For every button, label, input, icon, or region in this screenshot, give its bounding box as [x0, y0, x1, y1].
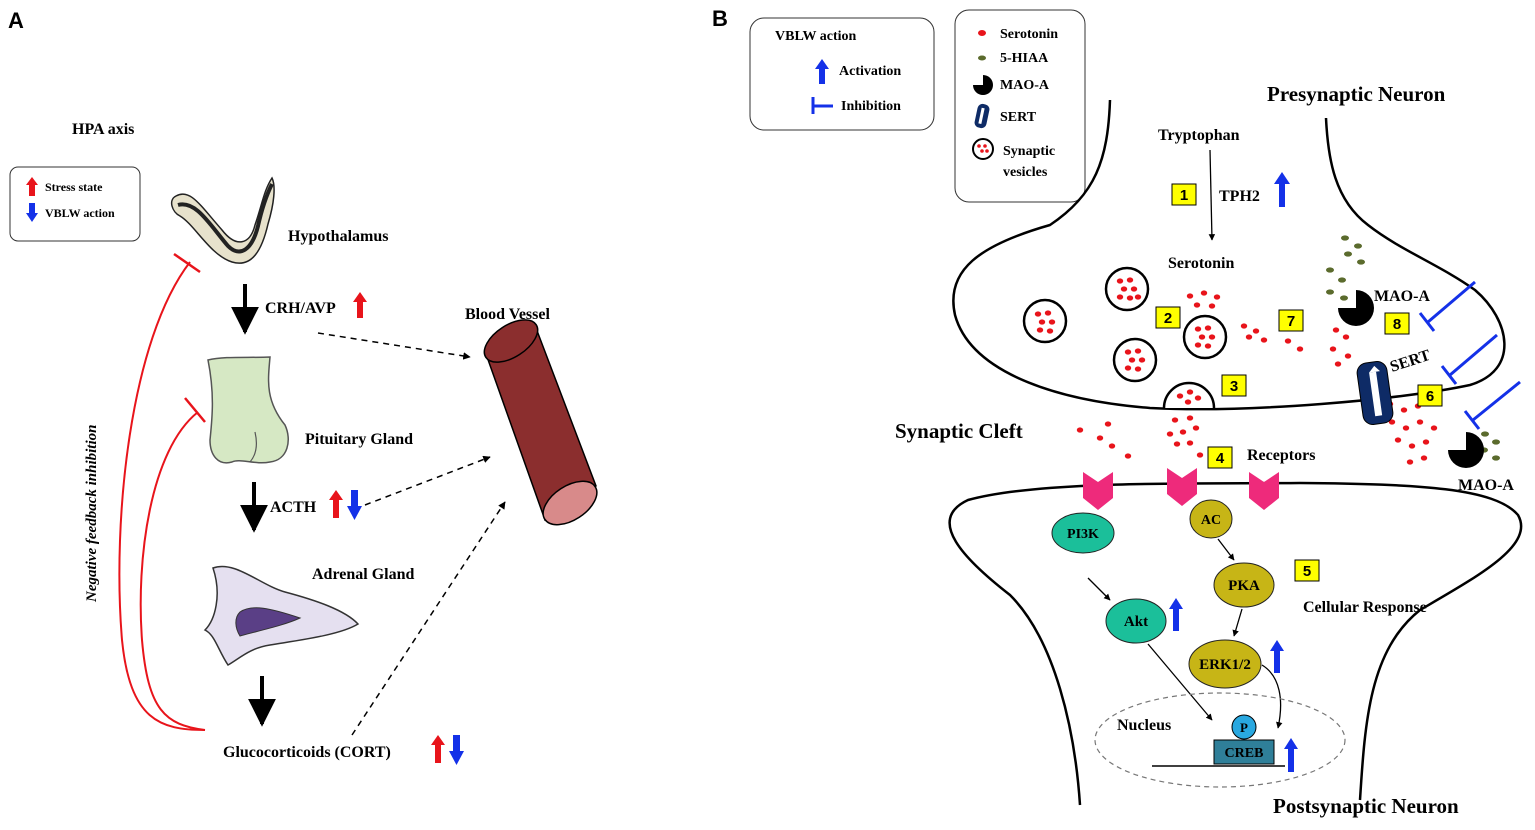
tryptophan-label: Tryptophan	[1158, 127, 1240, 144]
step-6: 6	[1426, 388, 1434, 405]
serotonin-label: Serotonin	[1168, 255, 1234, 272]
akt-label: Akt	[1124, 614, 1148, 630]
nucleus-label: Nucleus	[1117, 717, 1171, 734]
blood-vessel-icon	[483, 319, 598, 526]
adrenal-label: Adrenal Gland	[312, 566, 415, 583]
phosphate-label: P	[1240, 720, 1248, 735]
erk-up-arrow-icon	[1270, 640, 1284, 673]
erk-label: ERK1/2	[1199, 657, 1251, 673]
nucleus-outline	[1094, 692, 1346, 788]
feedback-label: Negative feedback inhibition	[84, 425, 100, 603]
step-7: 7	[1287, 313, 1295, 330]
sert-transporter-icon	[974, 103, 990, 129]
akt-up-arrow-icon	[1169, 598, 1183, 631]
pituitary-label: Pituitary Gland	[305, 431, 413, 448]
hiaa-dot-icon	[978, 55, 986, 61]
vblw-legend-title: VBLW action	[775, 29, 857, 44]
maoa-pre-label: MAO-A	[1374, 288, 1430, 305]
cort-up-arrow-icon	[431, 735, 445, 763]
receptors-label: Receptors	[1247, 447, 1315, 464]
inhibition-icon	[811, 97, 833, 114]
tph2-up-arrow-icon	[1274, 172, 1290, 207]
panel-label-a: A	[8, 8, 24, 33]
acth-label: ACTH	[270, 499, 317, 516]
tph2-arrow	[1208, 149, 1216, 241]
vblw-legend: VBLW action Activation Inhibition	[749, 17, 935, 131]
erk-node	[1188, 639, 1262, 689]
hiaa-dots	[1326, 235, 1500, 461]
sert-label: SERT	[1388, 347, 1433, 376]
crh-to-vessel-arrow	[317, 332, 471, 360]
legend-stress-label: Stress state	[45, 180, 103, 194]
pka-node	[1213, 562, 1275, 608]
step-badges: 1 2 3 4 5 6 7 8	[1155, 183, 1443, 582]
maoa-pacman-icon	[973, 75, 993, 95]
legend-sert: SERT	[1000, 110, 1037, 125]
pathway-arrows	[1087, 538, 1283, 729]
pka-label: PKA	[1228, 578, 1260, 594]
panel-label-b: B	[712, 6, 728, 31]
synaptic-cleft-label: Synaptic Cleft	[895, 419, 1023, 443]
hpa-axis-title: HPA axis	[72, 121, 134, 138]
maoa-pre-icon	[1338, 290, 1374, 326]
cort-down-arrow-icon	[449, 735, 464, 765]
step-8: 8	[1393, 316, 1401, 333]
crh-label: CRH/AVP	[265, 300, 336, 317]
presynaptic-label: Presynaptic Neuron	[1267, 82, 1446, 106]
legend-vesicles-2: vesicles	[1003, 165, 1048, 180]
blue-down-arrow-icon	[26, 203, 38, 222]
step-2: 2	[1164, 310, 1172, 327]
step-1: 1	[1180, 187, 1188, 204]
legend-vblw-label: VBLW action	[45, 206, 115, 220]
red-up-arrow-icon	[26, 177, 38, 196]
acth-to-vessel-arrow	[364, 455, 491, 506]
akt-node	[1105, 598, 1167, 644]
presynaptic-membrane	[952, 99, 1506, 411]
serotonin-dot-icon	[978, 30, 986, 36]
inhibition-label: Inhibition	[841, 99, 901, 114]
glucocorticoids-label: Glucocorticoids (CORT)	[223, 744, 391, 761]
activation-label: Activation	[839, 64, 901, 79]
creb-label: CREB	[1225, 746, 1264, 761]
pi3k-label: PI3K	[1067, 527, 1099, 542]
activation-arrow-icon	[815, 59, 829, 84]
negative-feedback-lines	[118, 252, 206, 731]
acth-up-arrow-icon	[329, 490, 343, 518]
maoa-cleft-label: MAO-A	[1458, 477, 1514, 494]
creb-up-arrow-icon	[1284, 738, 1298, 772]
pituitary-gland-icon	[207, 356, 289, 464]
step-5: 5	[1303, 563, 1311, 580]
vesicle-icon	[972, 138, 994, 160]
pi3k-node	[1051, 512, 1115, 554]
step-3: 3	[1230, 378, 1238, 395]
sert-icon	[1356, 361, 1394, 425]
cellular-response-label: Cellular Response	[1303, 599, 1427, 616]
legend-serotonin: Serotonin	[1000, 27, 1058, 42]
postsynaptic-label: Postsynaptic Neuron	[1273, 794, 1459, 818]
hypothalamus-label: Hypothalamus	[288, 228, 388, 245]
step-4: 4	[1216, 450, 1225, 467]
maoa-cleft-icon	[1448, 432, 1484, 468]
postsynaptic-membrane	[948, 481, 1523, 806]
cort-to-vessel-arrow	[351, 501, 506, 736]
ac-node	[1189, 499, 1233, 539]
acth-down-arrow-icon	[347, 490, 362, 520]
legend-vesicles-1: Synaptic	[1003, 144, 1055, 159]
hypothalamus-icon	[170, 176, 275, 264]
tph2-label: TPH2	[1219, 188, 1260, 205]
inhibition-bars	[1418, 280, 1521, 430]
blood-vessel-label: Blood Vessel	[465, 306, 550, 323]
crh-up-arrow-icon	[353, 292, 367, 318]
stress-legend: Stress state VBLW action	[9, 166, 141, 242]
molecule-legend: Serotonin 5-HIAA MAO-A SERT Synaptic ves…	[954, 9, 1086, 203]
ac-label: AC	[1201, 513, 1221, 528]
receptors	[1083, 468, 1279, 510]
legend-hiaa: 5-HIAA	[1000, 51, 1049, 66]
creb-box	[1213, 739, 1275, 765]
legend-maoa: MAO-A	[1000, 78, 1050, 93]
phosphate-circle	[1231, 714, 1257, 740]
